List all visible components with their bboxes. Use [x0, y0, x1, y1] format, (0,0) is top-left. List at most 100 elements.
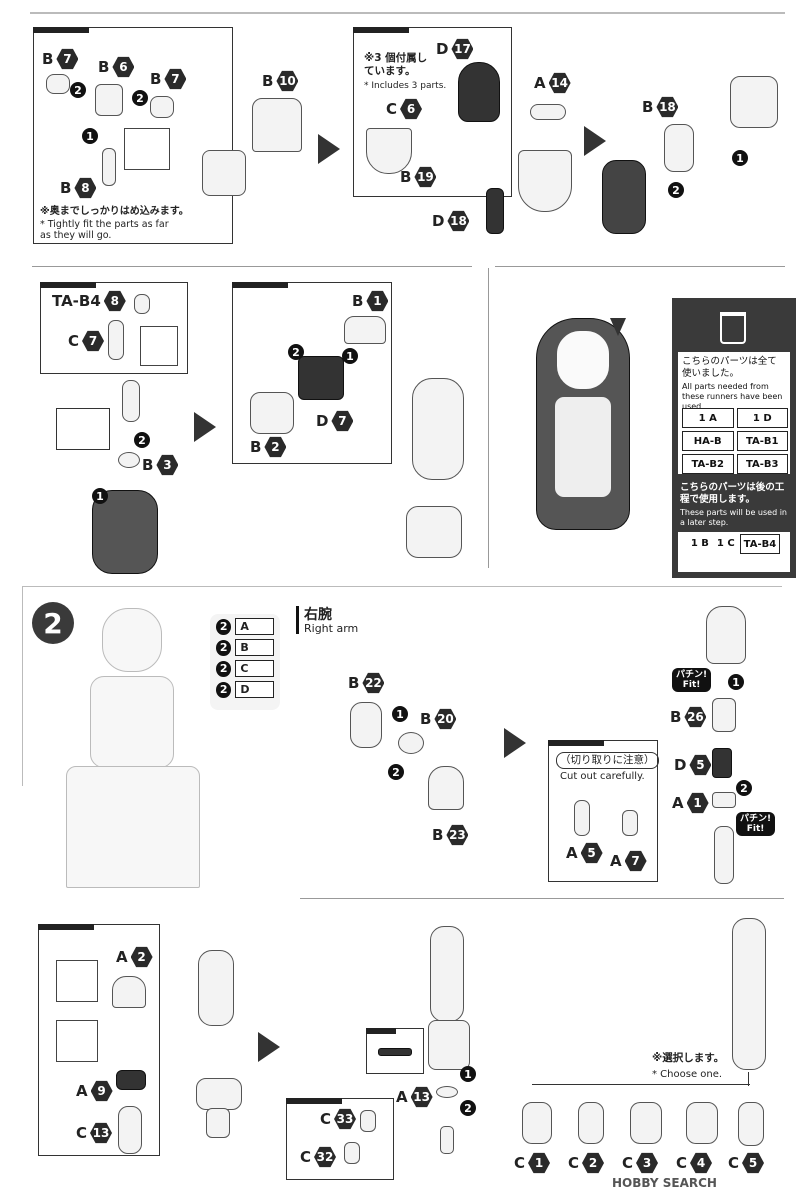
part-c7 [108, 320, 124, 360]
choose-note-en: * Choose one. [652, 1069, 723, 1080]
step-number-2: 2 [32, 602, 74, 644]
choose-note-jp: ※選択します。 [652, 1052, 725, 1064]
part-bust-assembled [412, 378, 464, 480]
step-num-2-shoulder: 2 [388, 764, 404, 780]
part-b19 [366, 128, 412, 174]
panel-tab [38, 924, 94, 930]
part-a14 [530, 104, 566, 120]
choose-line [532, 1084, 750, 1085]
step-arrow-5 [258, 1032, 280, 1062]
hand-option-3[interactable] [630, 1102, 662, 1144]
step-num-1: 1 [82, 128, 98, 144]
part-arm-full [732, 918, 766, 1070]
panel-tab [366, 1028, 396, 1034]
step-num-2-neck: 2 [134, 432, 150, 448]
step-arrow-1 [318, 134, 340, 164]
note-includes-3-en: * Includes 3 parts. [364, 81, 447, 91]
figure-skirt [66, 766, 200, 888]
divider-row2 [300, 898, 784, 899]
part-wrist-peg [440, 1126, 454, 1154]
trash-icon [720, 312, 746, 344]
panel-tab [40, 282, 96, 288]
step-num-1-torso: 1 [732, 150, 748, 166]
panel-tab [286, 1098, 342, 1104]
panel-tab [33, 27, 89, 33]
used-text-jp: こちらのパーツは全て使いました。 [682, 356, 777, 379]
chip-ta-b1: TA-B1 [736, 431, 788, 451]
part-elbow-joint [714, 826, 734, 884]
later-text-jp: こちらのパーツは後の工程で使用します。 [680, 482, 785, 505]
hand-option-1[interactable] [522, 1102, 552, 1144]
step-arrow-3 [194, 412, 216, 442]
top-divider [30, 12, 785, 14]
part-hip [406, 506, 462, 558]
part-torso-upper [730, 76, 778, 128]
figure-bust-illustration [526, 300, 638, 530]
step-num-2-waist: 2 [288, 344, 304, 360]
part-collar-assembled [518, 150, 572, 212]
hand-option-4[interactable] [686, 1102, 718, 1144]
part-b6 [95, 84, 123, 116]
section-title-jp: 右腕 [304, 607, 332, 623]
panel-tab [548, 740, 604, 746]
section-title-en: Right arm [304, 622, 359, 635]
part-c33 [360, 1110, 376, 1132]
part-a2 [112, 976, 146, 1008]
step-num-2-forearm: 2 [460, 1100, 476, 1116]
part-b7-right [150, 96, 174, 118]
used-chips: 1 A 1 D HA-B TA-B1 TA-B2 TA-B3 [682, 408, 788, 474]
step-arrow-4 [504, 728, 526, 758]
part-ta-b4 [134, 294, 150, 314]
hand-option-5[interactable] [738, 1102, 764, 1146]
divider-row1-right [495, 266, 785, 267]
cut-note-en: Cut out carefully. [560, 771, 645, 782]
inset-neck [140, 326, 178, 366]
hand-option-2[interactable] [578, 1102, 604, 1144]
step-num-2-arm: 2 [736, 780, 752, 796]
part-b23 [428, 766, 464, 810]
part-a7 [622, 810, 638, 836]
step-arrow-2 [584, 126, 606, 156]
bust-body [554, 396, 612, 498]
part-b10 [252, 98, 302, 152]
part-c32 [344, 1142, 360, 1164]
step-num-1-forearm: 1 [460, 1066, 476, 1082]
step-num-2-left: 2 [70, 82, 86, 98]
fit-badge-bottom: パチン!Fit! [736, 812, 776, 836]
panel-tab [353, 27, 409, 33]
part-b20 [398, 732, 424, 754]
face [556, 330, 610, 390]
choose-line-up [748, 1072, 749, 1086]
used-text-en: All parts needed from these runners have… [682, 382, 783, 411]
step-num-1-arm: 1 [728, 674, 744, 690]
part-b18 [664, 124, 694, 172]
step-num-1-neck: 1 [92, 488, 108, 504]
used-runners-panel: こちらのパーツは全て使いました。 All parts needed from t… [678, 352, 790, 474]
note-fit-tightly-en: * Tightly fit the parts as far as they w… [40, 219, 169, 241]
step-num-1-shoulder: 1 [392, 706, 408, 722]
part-arm-upper-s3 [198, 950, 234, 1026]
chip-ha-b: HA-B [682, 431, 734, 451]
part-b7-left [46, 74, 70, 94]
part-joint-icon [378, 1048, 412, 1056]
part-b2 [250, 392, 294, 434]
figure-body [90, 676, 174, 768]
